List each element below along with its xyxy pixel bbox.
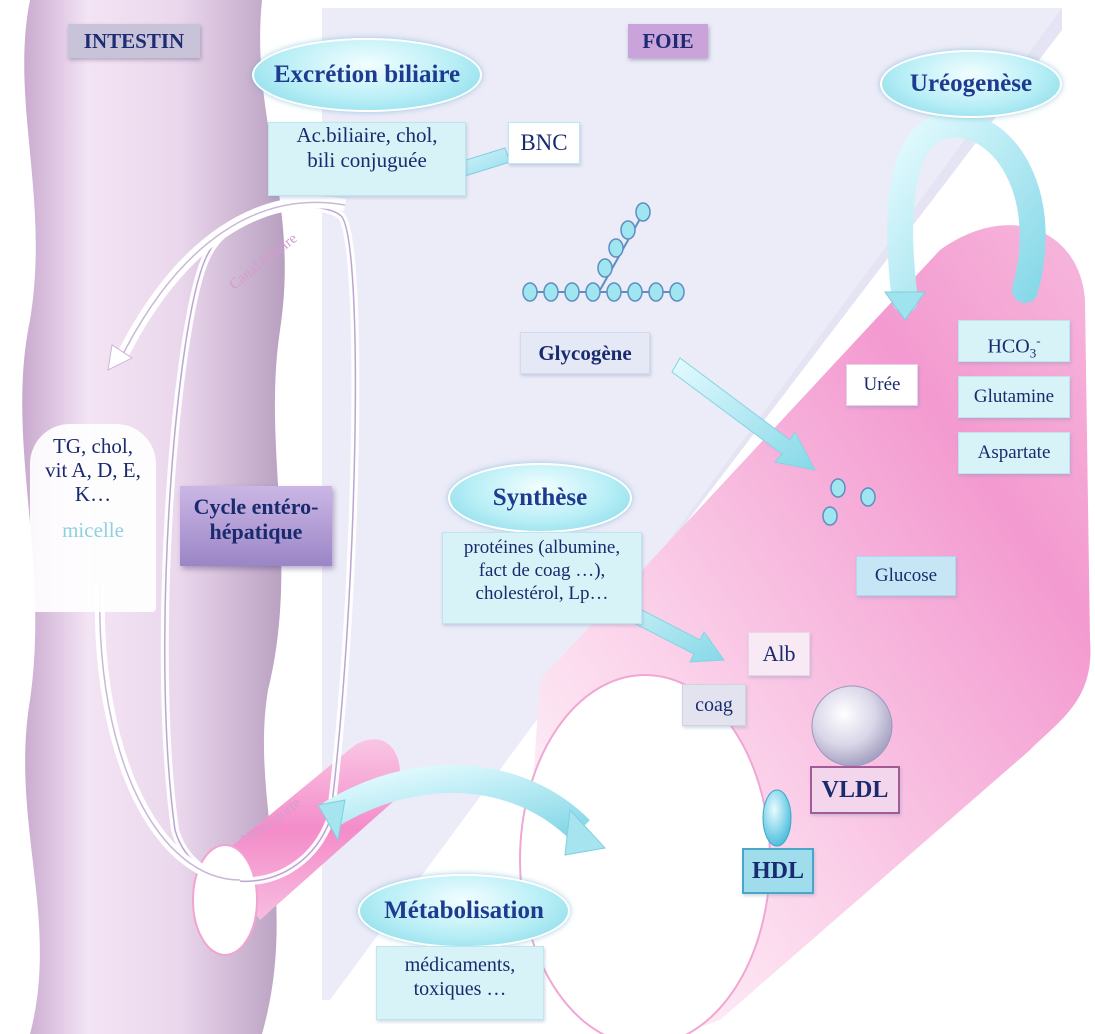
bile-excretion-line2: bili conjuguée [269,148,465,173]
enterohepatic-line1: Cycle entéro- [180,494,332,519]
metabolisation-title: Métabolisation [358,874,570,948]
vldl-particle-icon [812,686,892,766]
glutamine-box: Glutamine [958,376,1070,418]
hdl-label: HDL [742,848,814,894]
synthesis-title: Synthèse [448,463,632,533]
synthesis-line1: protéines (albumine, [443,537,641,560]
synthesis-box: protéines (albumine, fact de coag …), ch… [442,532,642,624]
bile-excretion-line1: Ac.biliaire, chol, [269,123,465,148]
glycogen-label: Glycogène [520,332,650,374]
micelle-label: micelle [30,518,156,542]
portal-vein-end [193,845,257,955]
coag-label: coag [682,684,746,726]
micelle-line1: TG, chol, [30,434,156,458]
urea-box: Urée [846,364,918,406]
alb-label: Alb [748,632,810,676]
metabolisation-box: médicaments, toxiques … [376,946,544,1020]
hdl-particle-icon [763,790,791,846]
vldl-label: VLDL [810,766,900,814]
aspartate-box: Aspartate [958,432,1070,474]
hco3-box: HCO3- [958,320,1070,362]
foie-tag: FOIE [628,24,708,58]
bile-excretion-box: Ac.biliaire, chol, bili conjuguée [268,122,466,196]
enterohepatic-cycle-box: Cycle entéro- hépatique [180,486,332,566]
synthesis-line2: fact de coag …), [443,560,641,583]
ureogenesis-title: Uréogenèse [880,50,1062,118]
micelle-line3: K… [30,482,156,506]
glucose-label: Glucose [856,556,956,596]
synthesis-line3: cholestérol, Lp… [443,583,641,606]
micelle-box: TG, chol, vit A, D, E, K… micelle [30,424,156,612]
metabolisation-line1: médicaments, [377,953,543,977]
hco3-sup: - [1036,333,1040,348]
bnc-box: BNC [508,122,580,164]
metabolisation-line2: toxiques … [377,977,543,1001]
micelle-line2: vit A, D, E, [30,458,156,482]
bile-excretion-title: Excrétion biliaire [252,38,482,112]
vessel-opening [520,675,770,1034]
intestin-tag: INTESTIN [68,24,200,58]
enterohepatic-line2: hépatique [180,519,332,544]
hco3-text: HCO [987,336,1029,358]
